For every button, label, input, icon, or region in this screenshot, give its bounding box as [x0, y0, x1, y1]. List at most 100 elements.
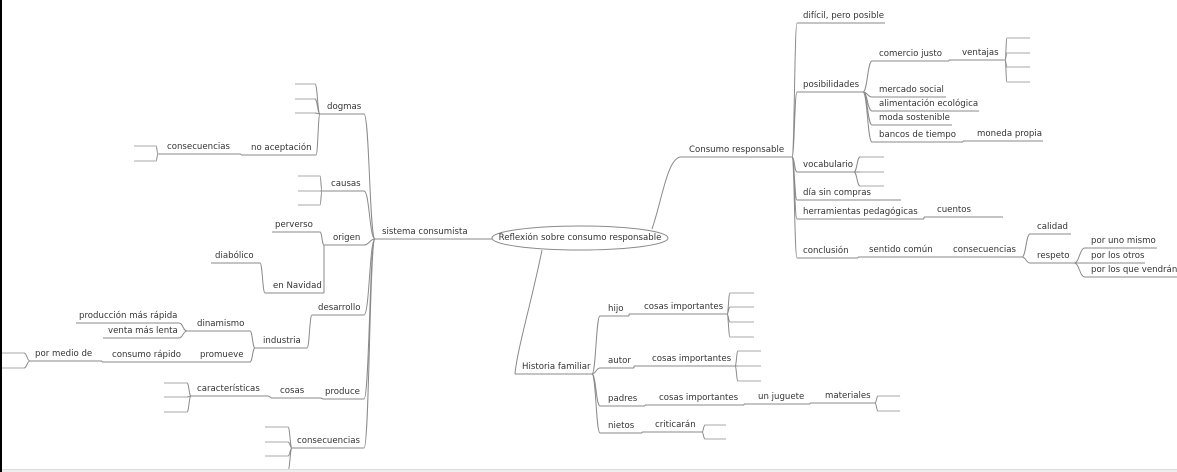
- node-cosas-h[interactable]: cosas importantes: [644, 302, 724, 312]
- connector-desarrollo: [363, 238, 376, 316]
- node-padres[interactable]: padres: [608, 394, 638, 404]
- connector-promueve: [249, 347, 256, 363]
- connector-venta: [178, 330, 188, 339]
- node-en-navidad[interactable]: en Navidad: [273, 281, 322, 291]
- connector-cosas: [319, 397, 325, 400]
- node-consec3[interactable]: consecuencias: [953, 245, 1016, 255]
- empty-topic-connector: [734, 350, 739, 367]
- node-consumo-rapido[interactable]: consumo rápido: [112, 350, 182, 360]
- node-alimentacion[interactable]: alimentación ecológica: [879, 99, 979, 109]
- empty-topic-connector: [726, 292, 731, 315]
- empty-topic-connector: [319, 175, 323, 192]
- node-perverso[interactable]: perverso: [275, 220, 313, 230]
- node-cosas-p[interactable]: cosas importantes: [659, 393, 739, 403]
- connector-dogmas: [363, 113, 376, 240]
- node-cosas-a[interactable]: cosas importantes: [652, 354, 732, 364]
- node-mercado[interactable]: mercado social: [879, 85, 944, 95]
- node-venta[interactable]: venta más lenta: [108, 326, 178, 336]
- node-industria[interactable]: industria: [263, 336, 301, 346]
- node-posibilidades[interactable]: posibilidades: [803, 80, 860, 90]
- connector-padres: [591, 373, 601, 407]
- node-cosas[interactable]: cosas: [280, 386, 305, 396]
- node-causas[interactable]: causas: [331, 179, 361, 189]
- empty-topic-connector: [734, 365, 739, 382]
- node-promueve[interactable]: promueve: [200, 350, 244, 360]
- empty-topic-connector: [155, 145, 159, 155]
- empty-topic-connector: [1004, 37, 1008, 61]
- connector-hijo: [591, 315, 601, 375]
- node-dogmas[interactable]: dogmas: [327, 102, 362, 112]
- node-herramientas[interactable]: herramientas pedagógicas: [803, 207, 918, 217]
- node-ventajas[interactable]: ventajas: [962, 48, 999, 58]
- connector-dificil: [791, 22, 798, 158]
- empty-topic-connector: [853, 156, 861, 173]
- node-hijo[interactable]: hijo: [608, 304, 624, 314]
- node-uno[interactable]: por uno mismo: [1091, 236, 1156, 246]
- connector-dinamismo: [249, 330, 256, 349]
- connector-uno: [1073, 247, 1086, 264]
- connector-industria: [306, 314, 313, 349]
- empty-topic-connector: [874, 395, 879, 404]
- node-por-medio[interactable]: por medio de: [35, 349, 93, 359]
- empty-topic-connector: [23, 360, 31, 369]
- node-sentido[interactable]: sentido común: [869, 245, 933, 255]
- node-conclusion[interactable]: conclusión: [803, 246, 849, 256]
- connector-dia: [791, 156, 798, 201]
- connector-vendran: [1073, 262, 1086, 278]
- node-nietos[interactable]: nietos: [608, 421, 635, 431]
- central-topic-shape[interactable]: [491, 225, 669, 251]
- node-moneda[interactable]: moneda propia: [977, 129, 1042, 139]
- node-bancos[interactable]: bancos de tiempo: [879, 130, 956, 140]
- connector-no_aceptacion: [315, 113, 321, 156]
- node-moda[interactable]: moda sostenible: [879, 113, 950, 123]
- connector-mercado: [862, 91, 873, 98]
- bottom-scrollbar: [2, 469, 1177, 472]
- node-origen[interactable]: origen: [333, 233, 361, 243]
- connector-calidad: [1021, 233, 1031, 258]
- connector-consumo: [651, 156, 681, 230]
- node-caracteristicas[interactable]: características: [197, 384, 260, 394]
- node-respeto[interactable]: respeto: [1037, 251, 1070, 261]
- node-consumo[interactable]: Consumo responsable: [689, 145, 785, 155]
- node-comercio[interactable]: comercio justo: [879, 49, 943, 59]
- empty-topic-connector: [186, 395, 192, 413]
- empty-topic-connector: [155, 153, 159, 162]
- node-materiales[interactable]: materiales: [825, 391, 871, 401]
- connector-perverso: [319, 231, 325, 246]
- node-dia[interactable]: día sin compras: [803, 188, 871, 198]
- connector-consec1: [239, 153, 243, 156]
- node-criticaran[interactable]: criticarán: [655, 420, 696, 430]
- connector-diabolico: [259, 262, 266, 294]
- node-vocabulario[interactable]: vocabulario: [803, 160, 854, 170]
- empty-topic-connector: [287, 426, 293, 449]
- connector-autor: [591, 367, 601, 375]
- node-juguete[interactable]: un juguete: [758, 392, 805, 402]
- connector-caracteristicas: [267, 395, 273, 399]
- central-topic[interactable]: Reflexión sobre consumo responsable: [498, 233, 662, 243]
- empty-topic-connector: [23, 352, 31, 362]
- empty-topic-connector: [853, 171, 861, 187]
- node-vendran[interactable]: por los que vendrán: [1091, 265, 1177, 275]
- empty-topic-connector: [701, 431, 706, 440]
- node-desarrollo[interactable]: desarrollo: [318, 303, 361, 313]
- connector-historia: [514, 249, 543, 375]
- node-sistema[interactable]: sistema consumista: [382, 227, 468, 237]
- node-historia[interactable]: Historia familiar: [522, 362, 591, 372]
- node-cuentos[interactable]: cuentos: [937, 205, 972, 215]
- node-consec2[interactable]: consecuencias: [297, 436, 360, 446]
- empty-topic-connector: [701, 424, 706, 433]
- connector-comercio: [862, 60, 873, 93]
- node-dinamismo[interactable]: dinamismo: [197, 319, 245, 329]
- empty-topic-connector: [874, 402, 879, 412]
- node-consec1[interactable]: consecuencias: [167, 142, 230, 152]
- node-diabolico[interactable]: diabólico: [215, 251, 254, 261]
- node-no-aceptacion[interactable]: no aceptación: [251, 143, 312, 153]
- node-calidad[interactable]: calidad: [1037, 222, 1068, 232]
- connector-vocabulario: [791, 156, 798, 173]
- connector-produce: [363, 238, 376, 400]
- node-otros[interactable]: por los otros: [1091, 251, 1145, 261]
- node-produce[interactable]: produce: [325, 387, 360, 397]
- node-produccion[interactable]: producción más rápida: [79, 311, 178, 321]
- node-autor[interactable]: autor: [608, 356, 631, 366]
- node-dificil[interactable]: difícil, pero posible: [803, 11, 885, 21]
